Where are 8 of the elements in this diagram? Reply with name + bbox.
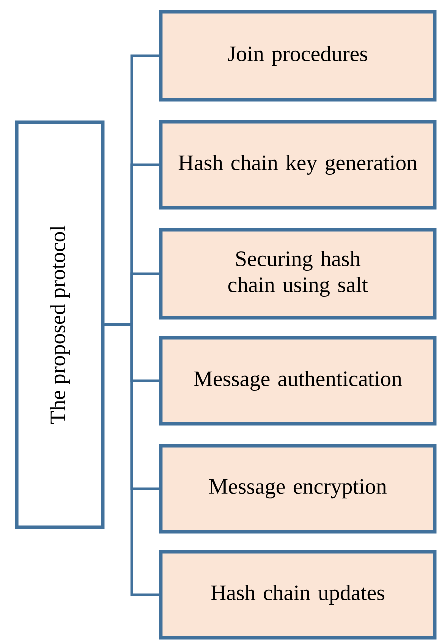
category-box: The proposed protocol (15, 120, 105, 530)
item-box: Message authentication (159, 336, 437, 426)
connector (104, 324, 160, 596)
item-box: Hash chain key generation (159, 120, 437, 210)
item-box: Join procedures (159, 10, 437, 102)
item-box: Message encryption (159, 444, 437, 534)
item-box: Securing hash chain using salt (159, 228, 437, 320)
item-box: Hash chain updates (159, 550, 437, 640)
